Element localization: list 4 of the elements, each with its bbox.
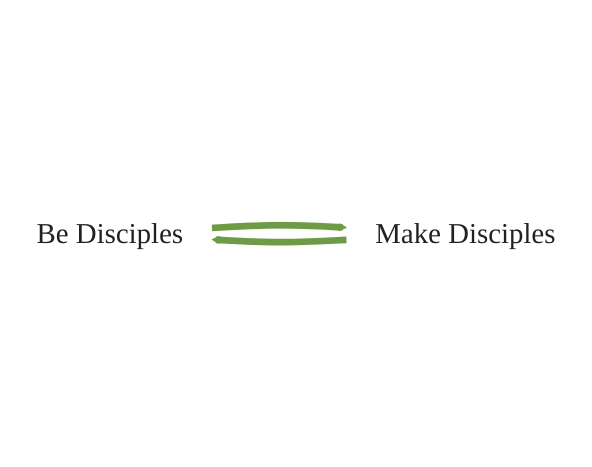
node-text: Make Disciples	[375, 218, 556, 250]
arrow	[212, 236, 347, 246]
arrow	[212, 222, 347, 232]
node-text: Be Disciples	[36, 218, 184, 250]
